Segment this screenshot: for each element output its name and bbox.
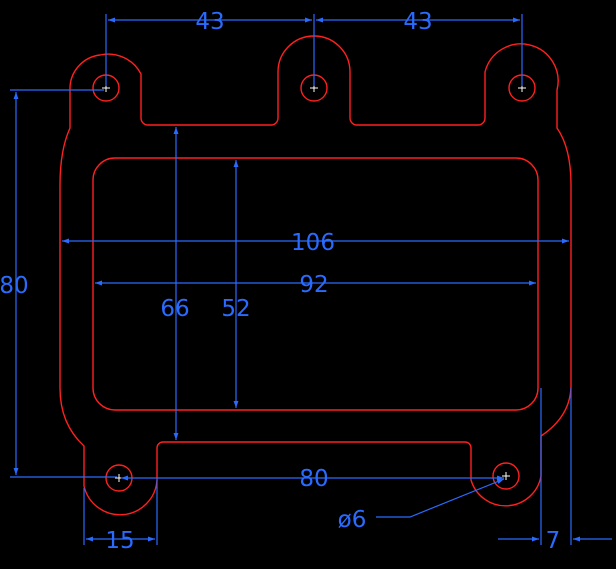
dim-text-inner-width: 92 bbox=[299, 272, 328, 298]
dim-text-outer-width: 106 bbox=[291, 230, 335, 256]
dim-text-hole-diameter: ø6 bbox=[338, 507, 367, 533]
hole-leader bbox=[376, 478, 505, 518]
dimension-text-group: 43 43 80 106 92 66 52 80 15 ø6 7 bbox=[0, 9, 560, 554]
dim-text-wall-thickness: 7 bbox=[546, 528, 561, 554]
inner-window bbox=[92, 157, 539, 411]
dim-text-bottom-spacing: 80 bbox=[299, 466, 328, 492]
dim-text-inner-height: 52 bbox=[221, 296, 250, 322]
dim-text-top-right: 43 bbox=[403, 9, 432, 35]
dim-text-outer-height: 66 bbox=[160, 296, 189, 322]
dimension-lines bbox=[10, 14, 612, 545]
dim-text-left-height: 80 bbox=[0, 273, 29, 299]
dim-text-lug-width: 15 bbox=[105, 528, 134, 554]
dim-text-top-left: 43 bbox=[195, 9, 224, 35]
